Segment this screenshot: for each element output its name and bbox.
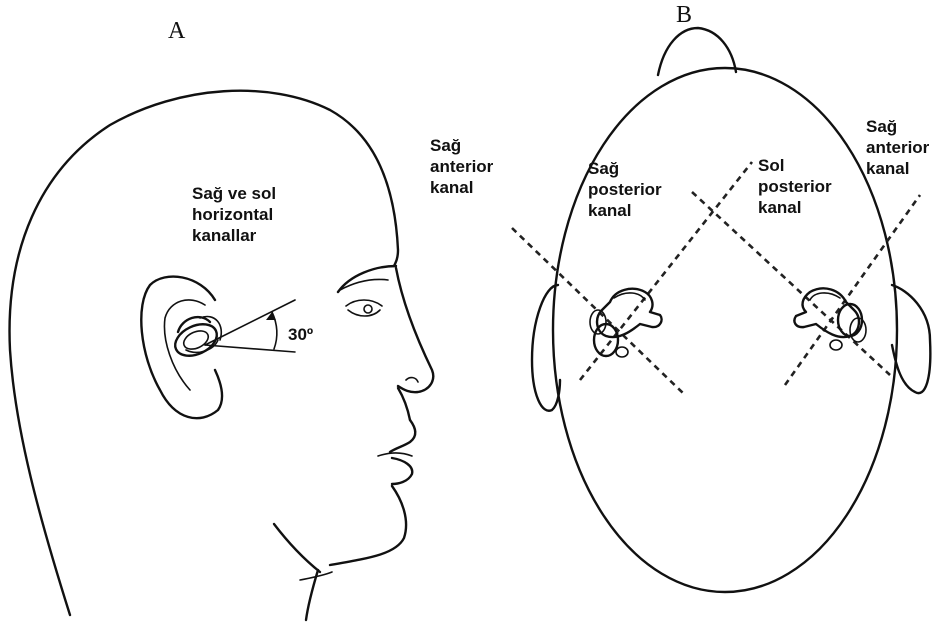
horizontal-canals-label-line1: Sağ ve sol [192, 183, 276, 204]
label-line: Sağ [588, 158, 662, 179]
angle-label: 30º [288, 324, 313, 345]
horizontal-canals-label-line2: horizontal [192, 204, 276, 225]
horizontal-canals-label: Sağ ve sol horizontal kanallar [192, 183, 276, 246]
panel-b-letter: B [676, 2, 692, 29]
label-line: Sağ [430, 135, 493, 156]
canal-axis-lines [512, 162, 920, 395]
label-line: posterior [588, 179, 662, 200]
label-line: kanal [588, 200, 662, 221]
label-line: Sağ [866, 116, 929, 137]
label-line: posterior [758, 176, 832, 197]
label-line: anterior [866, 137, 929, 158]
right-anterior-canal-label-right: Sağ anterior kanal [866, 116, 929, 179]
label-line: kanal [430, 177, 493, 198]
right-anterior-canal-label-left: Sağ anterior kanal [430, 135, 493, 198]
head-top-view-icon [532, 28, 930, 592]
horizontal-canals-label-line3: kanallar [192, 225, 276, 246]
angle-indicator [205, 300, 295, 352]
label-line: kanal [758, 197, 832, 218]
panel-a-letter: A [168, 18, 185, 45]
right-posterior-canal-label: Sağ posterior kanal [588, 158, 662, 221]
left-posterior-canal-label: Sol posterior kanal [758, 155, 832, 218]
label-line: kanal [866, 158, 929, 179]
head-profile-icon [10, 91, 434, 620]
inner-ear-icon [590, 288, 866, 357]
label-line: Sol [758, 155, 832, 176]
label-line: anterior [430, 156, 493, 177]
inner-ear-icon [170, 317, 222, 362]
